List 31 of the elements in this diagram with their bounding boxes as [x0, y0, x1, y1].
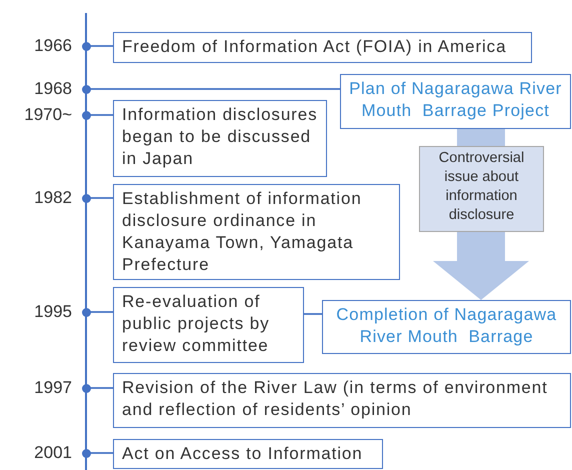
project-event-box: Completion of Nagaragawa River Mouth Barrage [322, 300, 571, 354]
event-box: Freedom of Information Act (FOIA) in America [113, 32, 532, 63]
event-box: Revision of the River Law (in terms of environment and reflection of residents’ opinion [113, 373, 571, 428]
connector-line [90, 45, 113, 47]
year-label: 1997 [34, 378, 72, 398]
connector-line [304, 313, 322, 315]
timeline-dot [82, 42, 90, 50]
year-label: 1982 [34, 188, 72, 208]
event-box: Re-evaluation of public projects by review committee [113, 287, 304, 363]
timeline-dot [82, 84, 90, 94]
project-event-box: Plan of Nagaragawa River Mouth Barrage Project [340, 74, 571, 129]
connector-line [90, 114, 113, 116]
timeline-dot [82, 448, 90, 458]
event-box: Information disclosures began to be discussed in Japan [113, 100, 327, 177]
timeline-dot [82, 110, 90, 120]
year-label: 1995 [34, 302, 72, 322]
year-label: 1970~ [24, 105, 72, 125]
edge-label: Controversial issue about information disclosure [419, 146, 544, 232]
year-label: 1968 [34, 79, 72, 99]
timeline-dot [82, 308, 90, 316]
connector-line [90, 88, 340, 90]
year-label: 2001 [34, 443, 72, 463]
connector-line [90, 387, 113, 389]
event-box: Act on Access to Information [113, 439, 383, 469]
timeline-dot [82, 194, 90, 202]
timeline-dot [82, 384, 90, 392]
event-box: Establishment of information disclosure ordinance in Kanayama Town, Yamagata Prefecture [113, 184, 400, 280]
connector-line [90, 452, 113, 454]
connector-line [90, 311, 113, 313]
year-label: 1966 [34, 36, 72, 56]
connector-line [90, 197, 113, 199]
